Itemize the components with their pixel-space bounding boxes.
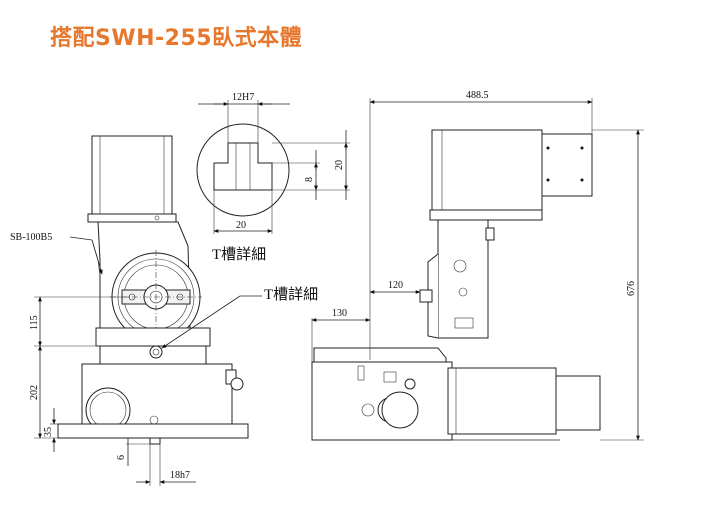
dim-120: 120 — [388, 280, 403, 291]
side-motor — [431, 129, 543, 217]
dim-key: 18h7 — [170, 470, 190, 481]
front-motor — [91, 135, 173, 223]
front-view: SB-100B5 T槽詳細 115 202 35 6 18h7 — [10, 135, 318, 486]
dim-676: 676 — [626, 281, 637, 296]
dim-488-5: 488.5 — [466, 90, 489, 101]
tslot-detail: 12H7 20 8 20 T槽詳細 — [196, 92, 350, 263]
dim-35: 35 — [43, 427, 54, 437]
dim-width: 20 — [236, 220, 246, 231]
dim-130: 130 — [332, 308, 347, 319]
motor-label: SB-100B5 — [10, 232, 52, 243]
dim-6: 6 — [116, 455, 127, 460]
detail-label: T槽詳細 — [212, 246, 266, 263]
tslot-callout: T槽詳細 — [264, 286, 318, 303]
page-title: 搭配SWH-255臥式本體 — [50, 26, 303, 51]
dim-depth: 8 — [304, 177, 315, 182]
side-view: 488.5 676 120 130 — [311, 90, 644, 441]
dim-202: 202 — [29, 385, 40, 400]
dim-slot-width: 12H7 — [232, 92, 254, 103]
side-bottom-motor — [447, 367, 557, 435]
side-column — [437, 219, 489, 339]
dim-height: 20 — [334, 160, 345, 170]
dim-115: 115 — [29, 315, 40, 330]
tslot-profile — [213, 142, 273, 191]
